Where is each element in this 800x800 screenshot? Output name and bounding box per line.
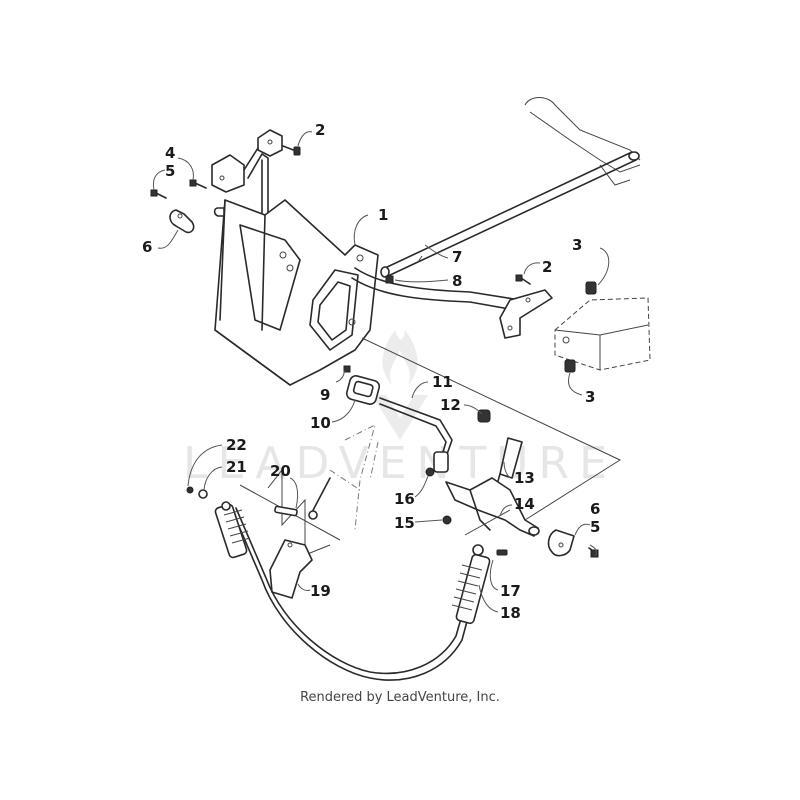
part-21-washer — [198, 489, 208, 499]
part-14-shift-arm — [425, 467, 540, 537]
hardware-bolts — [150, 145, 599, 558]
callout-6-lower[interactable]: 6 — [590, 500, 600, 518]
part-7-shift-rod — [380, 151, 640, 278]
callout-4[interactable]: 4 — [165, 144, 175, 162]
watermark-v-icon — [372, 395, 428, 440]
part-11-shift-lever — [379, 397, 453, 473]
part-18-shift-cable — [214, 501, 508, 681]
part-6-plate-upper — [169, 207, 225, 234]
part-lower-shift-rod — [351, 267, 553, 339]
callout-9[interactable]: 9 — [320, 386, 330, 404]
watermark-flame-icon — [382, 330, 418, 385]
frame-block-ghost — [554, 297, 651, 371]
callout-18[interactable]: 18 — [500, 604, 521, 622]
callout-11[interactable]: 11 — [432, 373, 453, 391]
callout-10[interactable]: 10 — [310, 414, 331, 432]
callout-2-lower[interactable]: 2 — [542, 258, 552, 276]
callout-6-upper[interactable]: 6 — [142, 238, 152, 256]
callout-16[interactable]: 16 — [394, 490, 415, 508]
part-10-knob — [343, 365, 381, 405]
callout-14[interactable]: 14 — [514, 495, 535, 513]
part-22-clip — [186, 486, 194, 494]
cable-boot-left — [214, 501, 251, 559]
callout-19[interactable]: 19 — [310, 582, 331, 600]
callout-13[interactable]: 13 — [514, 469, 535, 487]
part-6-plate-lower — [547, 529, 575, 557]
callout-20[interactable]: 20 — [270, 462, 291, 480]
watermark: LEADVENTURE — [183, 330, 617, 489]
linkage-ghost — [308, 424, 379, 531]
leader-lines — [152, 131, 610, 613]
callout-15[interactable]: 15 — [394, 514, 415, 532]
watermark-text: LEADVENTURE — [183, 438, 617, 489]
callout-2-upper[interactable]: 2 — [315, 121, 325, 139]
cable-boot-right — [451, 544, 491, 625]
part-upper-bracket — [211, 129, 283, 251]
render-credit: Rendered by LeadVenture, Inc. — [300, 690, 500, 705]
callout-7[interactable]: 7 — [452, 248, 462, 266]
callout-8[interactable]: 8 — [452, 272, 462, 290]
frame-ghost — [524, 97, 641, 186]
callout-17[interactable]: 17 — [500, 582, 521, 600]
callout-3-lower[interactable]: 3 — [585, 388, 595, 406]
part-3-nut-upper — [585, 281, 597, 295]
callout-5-lower[interactable]: 5 — [590, 518, 600, 536]
callout-22[interactable]: 22 — [226, 436, 247, 454]
part-19-cable-bracket — [269, 539, 313, 599]
callout-12[interactable]: 12 — [440, 396, 461, 414]
callout-5-upper[interactable]: 5 — [165, 162, 175, 180]
part-20-bolt — [274, 505, 298, 517]
callout-3-upper[interactable]: 3 — [572, 236, 582, 254]
part-3-nut-lower — [564, 359, 576, 373]
part-1-bracket-plate — [214, 199, 379, 386]
callout-21[interactable]: 21 — [226, 458, 247, 476]
callout-1[interactable]: 1 — [378, 206, 388, 224]
callouts: 1 2 2 3 3 4 5 5 6 6 7 8 9 10 11 12 13 14… — [142, 121, 600, 622]
part-17-bolt — [496, 549, 508, 556]
